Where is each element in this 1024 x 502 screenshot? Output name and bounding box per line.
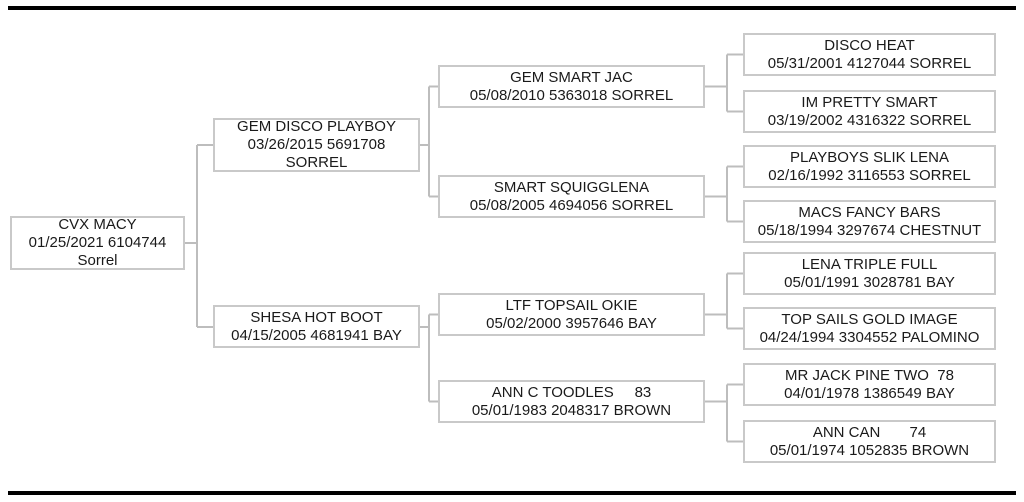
horse-info: 05/18/1994 3297674 CHESTNUT bbox=[757, 221, 982, 239]
horse-info: 04/15/2005 4681941 BAY bbox=[231, 326, 402, 344]
horse-info: 02/16/1992 3116553 SORREL bbox=[768, 166, 971, 184]
horse-info: 05/08/2010 5363018 SORREL bbox=[469, 86, 674, 104]
horse-info: 05/01/1983 2048317 BROWN bbox=[471, 401, 672, 419]
horse-name: ANN CAN 74 bbox=[812, 423, 927, 441]
pedigree-node-sire-sire-dam: IM PRETTY SMART 03/19/2002 4316322 SORRE… bbox=[743, 90, 996, 133]
horse-info: 05/01/1991 3028781 BAY bbox=[784, 273, 955, 291]
horse-name: GEM DISCO PLAYBOY bbox=[237, 118, 396, 135]
horse-name: CVX MACY bbox=[58, 216, 137, 233]
pedigree-node-dam-dam-sire: MR JACK PINE TWO 78 04/01/1978 1386549 B… bbox=[743, 363, 996, 406]
pedigree-node-sire: GEM DISCO PLAYBOY 03/26/2015 5691708 SOR… bbox=[213, 118, 420, 172]
horse-name: LTF TOPSAIL OKIE bbox=[505, 296, 638, 314]
horse-name: SMART SQUIGGLENA bbox=[493, 178, 650, 196]
bottom-rule bbox=[8, 491, 1016, 495]
pedigree-node-dam-sire: LTF TOPSAIL OKIE 05/02/2000 3957646 BAY bbox=[438, 293, 705, 336]
horse-info: 03/26/2015 5691708 bbox=[247, 136, 386, 153]
horse-name: LENA TRIPLE FULL bbox=[801, 255, 938, 273]
horse-info: 05/31/2001 4127044 SORREL bbox=[767, 54, 972, 72]
pedigree-node-dam: SHESA HOT BOOT 04/15/2005 4681941 BAY bbox=[213, 305, 420, 348]
top-rule bbox=[8, 6, 1016, 10]
horse-info: 05/01/1974 1052835 BROWN bbox=[769, 441, 970, 459]
horse-info: 04/01/1978 1386549 BAY bbox=[784, 384, 955, 402]
horse-name: GEM SMART JAC bbox=[510, 68, 633, 86]
horse-name: DISCO HEAT bbox=[824, 36, 915, 54]
horse-color: Sorrel bbox=[77, 252, 118, 269]
horse-name: IM PRETTY SMART bbox=[801, 93, 938, 111]
horse-info: 01/25/2021 6104744 bbox=[28, 234, 167, 251]
horse-info: 04/24/1994 3304552 PALOMINO bbox=[759, 328, 980, 346]
pedigree-node-sire-dam-dam: MACS FANCY BARS 05/18/1994 3297674 CHEST… bbox=[743, 200, 996, 243]
pedigree-node-dam-dam-dam: ANN CAN 74 05/01/1974 1052835 BROWN bbox=[743, 420, 996, 463]
horse-name: PLAYBOYS SLIK LENA bbox=[790, 148, 949, 166]
pedigree-node-sire-sire: GEM SMART JAC 05/08/2010 5363018 SORREL bbox=[438, 65, 705, 108]
horse-name: MR JACK PINE TWO 78 bbox=[785, 366, 954, 384]
horse-name: ANN C TOODLES 83 bbox=[491, 383, 652, 401]
pedigree-node-dam-sire-sire: LENA TRIPLE FULL 05/01/1991 3028781 BAY bbox=[743, 252, 996, 295]
horse-color: SORREL bbox=[285, 154, 348, 171]
pedigree-node-sire-dam-sire: PLAYBOYS SLIK LENA 02/16/1992 3116553 SO… bbox=[743, 145, 996, 188]
horse-name: TOP SAILS GOLD IMAGE bbox=[781, 310, 958, 328]
pedigree-node-root: CVX MACY 01/25/2021 6104744 Sorrel bbox=[10, 216, 185, 270]
pedigree-node-dam-dam: ANN C TOODLES 83 05/01/1983 2048317 BROW… bbox=[438, 380, 705, 423]
horse-info: 05/08/2005 4694056 SORREL bbox=[469, 196, 674, 214]
horse-name: SHESA HOT BOOT bbox=[250, 308, 383, 326]
horse-name: MACS FANCY BARS bbox=[798, 203, 941, 221]
pedigree-node-sire-sire-sire: DISCO HEAT 05/31/2001 4127044 SORREL bbox=[743, 33, 996, 76]
pedigree-node-sire-dam: SMART SQUIGGLENA 05/08/2005 4694056 SORR… bbox=[438, 175, 705, 218]
horse-info: 05/02/2000 3957646 BAY bbox=[486, 314, 657, 332]
pedigree-node-dam-sire-dam: TOP SAILS GOLD IMAGE 04/24/1994 3304552 … bbox=[743, 307, 996, 350]
horse-info: 03/19/2002 4316322 SORREL bbox=[767, 111, 972, 129]
